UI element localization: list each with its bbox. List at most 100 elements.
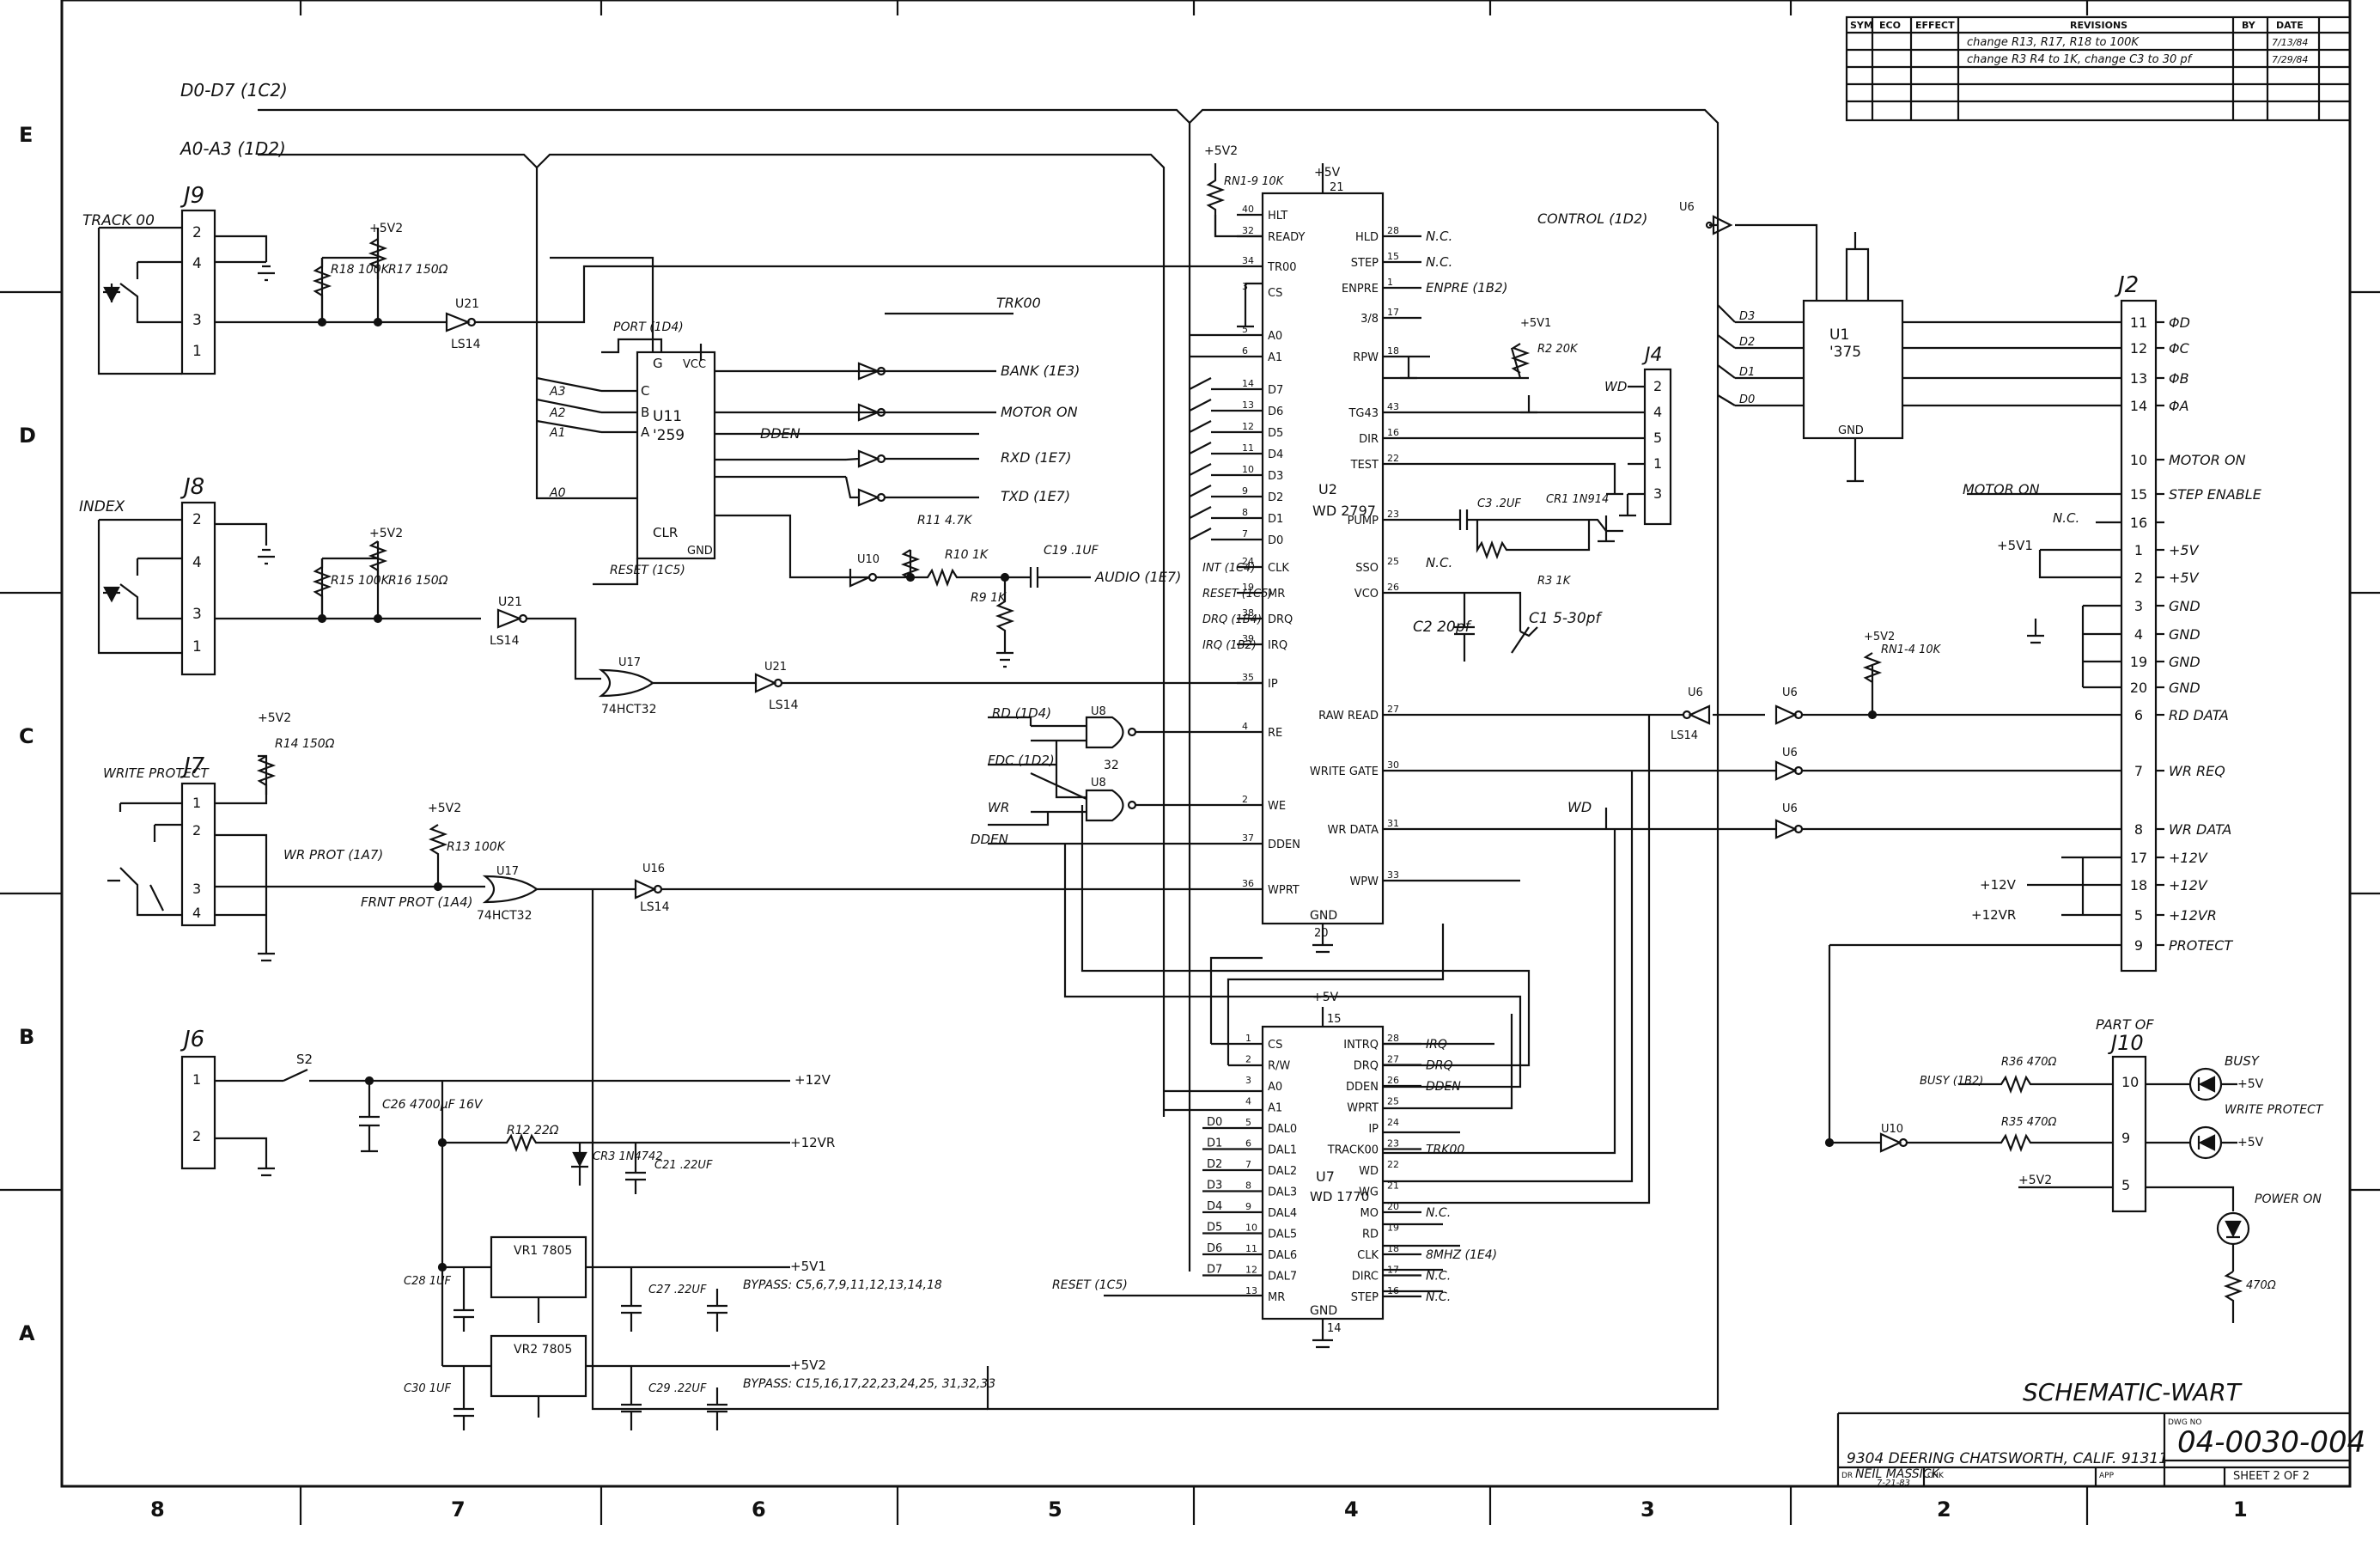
svg-text:C3 .2UF: C3 .2UF [1477, 497, 1521, 510]
u2-pin-name: DRQ [1268, 613, 1293, 626]
u7-pin-number: 21 [1387, 1180, 1399, 1192]
svg-text:VCC: VCC [683, 358, 706, 371]
svg-text:1: 1 [192, 638, 202, 656]
rev-header-by: BY [2242, 20, 2256, 31]
svg-text:+5V: +5V [2237, 1077, 2264, 1091]
reset-label: RESET (1C5) [610, 564, 685, 577]
u2-pin-number: 27 [1387, 704, 1399, 715]
j2-pin-label: GND [2169, 598, 2200, 614]
u2-pin-number: 39 [1242, 633, 1254, 644]
j2-pin-number: 20 [2130, 680, 2147, 696]
u7-bus-label: D7 [1207, 1264, 1222, 1277]
u7-pin-name: DRQ [1354, 1060, 1379, 1073]
u2-u7-interconnect [1063, 715, 1651, 1293]
svg-text:10: 10 [2121, 1074, 2139, 1090]
inverter-u21-b: U21 LS14 [490, 595, 601, 680]
u7-pin-name: DAL3 [1268, 1186, 1297, 1199]
j2-pin-number: 19 [2130, 654, 2147, 670]
j2-pin-number: 13 [2130, 370, 2147, 387]
j2-pin-number: 16 [2130, 515, 2147, 531]
svg-text:D2: D2 [1739, 336, 1755, 349]
u2-pin-name: TR00 [1267, 261, 1297, 274]
svg-text:BYPASS: C15,16,17,22,23,24,25,: BYPASS: C15,16,17,22,23,24,25, 31,32,33 [743, 1377, 995, 1391]
svg-text:+5V1: +5V1 [1520, 317, 1551, 330]
data-bus-label: D0-D7 (1C2) [180, 80, 288, 101]
u7-pin-number: 10 [1245, 1223, 1257, 1234]
u2-pin-number: 7 [1242, 528, 1248, 540]
svg-text:WD: WD [1604, 379, 1627, 394]
svg-text:2: 2 [1653, 378, 1662, 394]
j2-pin-number: 15 [2130, 486, 2147, 503]
u11-output-gates: BANK (1E3) MOTOR ON DDEN RXD (1E7) TXD (… [760, 362, 1080, 507]
svg-text:2: 2 [192, 1128, 201, 1144]
zone-column-label: 1 [2233, 1497, 2248, 1522]
svg-text:C21 .22UF: C21 .22UF [654, 1159, 713, 1172]
u7-pin-number: 9 [1245, 1201, 1251, 1212]
signal-txd: TXD (1E7) [1001, 488, 1070, 504]
u2-pin-number: 22 [1387, 453, 1399, 464]
pullup-rn1: RN1-9 10K +5V2 [1204, 144, 1285, 238]
svg-text:+5V2: +5V2 [1204, 144, 1238, 158]
j2-pin-label: +12VR [2169, 907, 2217, 924]
svg-text:2: 2 [192, 822, 201, 839]
sheet-number: SHEET 2 OF 2 [2233, 1470, 2310, 1483]
u2-pin-name: HLD [1355, 231, 1379, 244]
svg-text:RESET (1C5): RESET (1C5) [1052, 1278, 1128, 1292]
svg-text:+12VR: +12VR [790, 1135, 835, 1150]
svg-text:5: 5 [1653, 430, 1662, 446]
zone-row-label: C [19, 724, 34, 748]
svg-text:15: 15 [1327, 1013, 1342, 1026]
svg-text:9: 9 [2121, 1130, 2130, 1146]
j2-pin-label: ΦA [2169, 398, 2189, 414]
j2-pin-number: 17 [2130, 850, 2147, 866]
svg-text:G: G [653, 356, 663, 371]
svg-text:20: 20 [1314, 927, 1329, 940]
u7-bus-label: D0 [1207, 1116, 1222, 1129]
svg-text:D0: D0 [1739, 393, 1755, 406]
u7-pin-name: DAL2 [1268, 1165, 1297, 1178]
audio-chain: R11 4.7K R10 1K R9 1K C19 .1UF AUDIO (1E… [849, 514, 1181, 668]
j2-pin-number: 14 [2130, 398, 2147, 414]
u7-pin-number: 24 [1387, 1117, 1399, 1128]
u2-pin-number: 16 [1387, 427, 1399, 438]
u7-pin-name: CLK [1357, 1249, 1379, 1262]
u2-pin-name: D5 [1268, 427, 1283, 440]
svg-text:N.C.: N.C. [1426, 555, 1452, 570]
svg-text:RESET (1C5): RESET (1C5) [1202, 588, 1273, 601]
u2-pin-name: VCO [1354, 588, 1379, 601]
svg-text:MOTOR ON: MOTOR ON [1963, 481, 2040, 497]
svg-text:+5V2: +5V2 [2018, 1174, 2052, 1187]
svg-text:14: 14 [1327, 1322, 1342, 1335]
chip-u11: U11 '259 PORT (1D4) VCC GND C B A G CLR [601, 320, 979, 579]
svg-text:4: 4 [192, 905, 201, 921]
bus-a0: A0 [549, 486, 566, 500]
u2-pin-number: 38 [1242, 607, 1254, 619]
u7-pin-number: 26 [1387, 1075, 1399, 1086]
rev-row-2: change R3 R4 to 1K, change C3 to 30 pf [1967, 53, 2194, 66]
svg-text:U16: U16 [642, 863, 665, 875]
svg-text:U6: U6 [1679, 201, 1695, 214]
svg-text:R12 22Ω: R12 22Ω [507, 1124, 559, 1137]
u7-pin-number: 6 [1245, 1138, 1251, 1150]
border [60, 0, 2352, 1488]
connector-j8: J8 INDEX 2 4 3 1 R15 100K R16 150Ω +5V2 [79, 474, 481, 676]
nand-gates-u8: U8 U8 32 RD (1D4) FDC (1D2) WR DDEN [971, 705, 1263, 847]
rev-header-date: DATE [2276, 20, 2304, 31]
svg-text:WRITE PROTECT: WRITE PROTECT [103, 765, 210, 781]
svg-text:LS14: LS14 [1671, 729, 1698, 742]
u2-pin-name: HLT [1268, 210, 1287, 223]
svg-text:C29 .22UF: C29 .22UF [648, 1382, 707, 1395]
j2-pin-label: RD DATA [2169, 707, 2229, 723]
svg-text:U17: U17 [618, 656, 641, 669]
u7-pin-number: 7 [1245, 1159, 1251, 1170]
svg-text:+12V: +12V [794, 1072, 831, 1088]
svg-text:WR: WR [988, 800, 1009, 815]
j2-pin-label: ΦC [2169, 340, 2190, 357]
title: SCHEMATIC-WART [2023, 1378, 2243, 1406]
svg-text:U17: U17 [496, 865, 519, 878]
svg-text:GND: GND [1310, 1304, 1337, 1318]
regulator-section: R12 22Ω +12VR CR3 1N4742 C21 .22UF VR1 7… [404, 1081, 995, 1430]
u2-pin-name: WPW [1349, 875, 1379, 888]
u2-pin-number: 2 [1242, 794, 1248, 805]
